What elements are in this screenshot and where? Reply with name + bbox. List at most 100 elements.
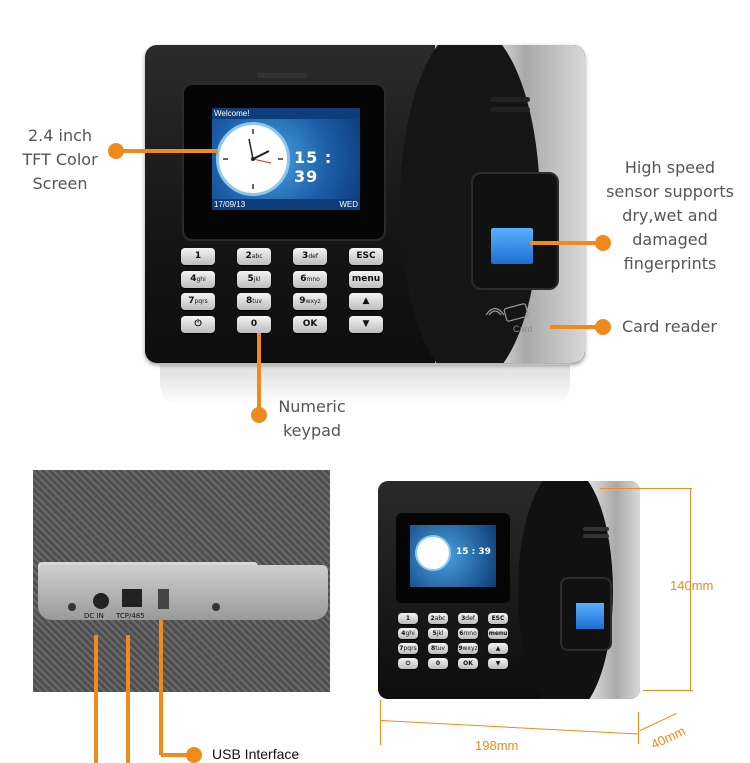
key-label: 0 [250, 318, 258, 329]
key-0[interactable]: 1 [181, 248, 215, 265]
key-4[interactable]: 4ghi [181, 270, 215, 288]
screen-callout-line [120, 149, 218, 153]
screen-welcome: Welcome! [212, 108, 360, 119]
key-label: 7 [399, 645, 404, 652]
usb-callout-dot [186, 747, 202, 763]
key-8[interactable]: 7pqrs [398, 643, 418, 654]
key-label: 3 [302, 251, 309, 261]
keypad-callout-line [257, 333, 261, 413]
key-3[interactable]: ESC [349, 248, 383, 265]
screw-hole [212, 603, 220, 611]
key-7[interactable]: menu [349, 270, 383, 288]
card-reader-icon [485, 303, 529, 322]
screen-frame: Welcome! 15 : 39 17/09/13 WED [182, 83, 386, 241]
height-bottom-guide [643, 690, 693, 691]
key-11[interactable]: ▲ [488, 643, 508, 654]
key-3[interactable]: ESC [488, 613, 508, 624]
key-label: 9 [458, 645, 463, 652]
key-label: 5 [432, 630, 437, 637]
key-label: 8 [246, 296, 253, 306]
dc-in-label: DC IN [84, 612, 104, 620]
key-9[interactable]: 8tuv [237, 293, 271, 310]
key-sub-label: tuv [435, 645, 445, 652]
key-10[interactable]: 9wxyz [293, 293, 327, 310]
key-14[interactable]: OK [293, 315, 327, 333]
height-label: 140mm [670, 578, 714, 593]
key-sub-label: mno [306, 275, 320, 283]
key-label: 7 [188, 296, 195, 306]
key-5[interactable]: 5jkl [237, 270, 271, 288]
key-9[interactable]: 8tuv [428, 643, 448, 654]
key-sub-label: def [308, 253, 318, 260]
fingerprint-sensor[interactable] [491, 228, 533, 264]
key-11[interactable]: ▲ [349, 293, 383, 310]
key-label: 4 [401, 630, 406, 637]
key-14[interactable]: OK [458, 658, 478, 669]
key-4[interactable]: 4ghi [398, 628, 418, 639]
key-sub-label: abc [434, 615, 446, 622]
ethernet-port [122, 589, 142, 607]
screen-frame-small: 15 : 39 [396, 513, 510, 603]
key-label: 2 [430, 615, 435, 622]
screen-time: 15 : 39 [294, 148, 333, 186]
key-label: OK [463, 660, 473, 667]
usb-callout-label: USB Interface [212, 746, 300, 762]
key-10[interactable]: 9wxyz [458, 643, 478, 654]
key-12[interactable]: ⏻ [398, 658, 418, 669]
key-sub-label: tuv [252, 298, 262, 305]
width-dimension-line [379, 720, 638, 735]
tft-screen: Welcome! 15 : 39 17/09/13 WED [212, 108, 360, 210]
key-label: ▲ [495, 645, 501, 652]
device-reflection [160, 365, 570, 405]
key-5[interactable]: 5jkl [428, 628, 448, 639]
key-13[interactable]: 0 [428, 658, 448, 669]
key-13[interactable]: 0 [237, 315, 271, 333]
key-label: ⏻ [405, 660, 411, 667]
key-2[interactable]: 3def [458, 613, 478, 624]
key-1[interactable]: 2abc [428, 613, 448, 624]
screw-hole [68, 603, 76, 611]
screen-status-bar: 17/09/13 WED [212, 199, 360, 210]
key-sub-label: mno [463, 630, 477, 637]
dc-in-port [93, 593, 109, 609]
speaker-small [583, 527, 609, 531]
speaker-grille [490, 107, 530, 112]
key-7[interactable]: menu [488, 628, 508, 639]
key-sub-label: pqrs [194, 298, 208, 305]
key-6[interactable]: 6mno [293, 270, 327, 288]
card-reader[interactable]: Card [485, 303, 535, 334]
screen-date: 17/09/13 [214, 200, 246, 209]
key-0[interactable]: 1 [398, 613, 418, 624]
height-dimension-line [690, 488, 691, 691]
key-sub-label: pqrs [403, 645, 417, 652]
usb-callout-branch [161, 753, 191, 757]
device-side: DC IN TCP/485 [38, 565, 328, 620]
sensor-callout-dot [595, 235, 611, 251]
key-label: ESC [356, 251, 376, 261]
key-label: ESC [491, 615, 505, 622]
key-8[interactable]: 7pqrs [181, 293, 215, 310]
keypad-callout-dot [251, 407, 267, 423]
key-12[interactable]: ⏻ [181, 315, 215, 333]
key-label: 3 [461, 615, 466, 622]
card-callout-dot [595, 319, 611, 335]
key-2[interactable]: 3def [293, 248, 327, 265]
key-6[interactable]: 6mno [458, 628, 478, 639]
key-sub-label: wxyz [305, 298, 321, 305]
key-1[interactable]: 2abc [237, 248, 271, 265]
attendance-terminal: Welcome! 15 : 39 17/09/13 WED [145, 45, 585, 363]
height-top-guide [600, 488, 692, 489]
width-left-guide [380, 700, 381, 745]
tcp-callout-line [126, 635, 130, 763]
key-label: 8 [431, 645, 436, 652]
key-sub-label: def [465, 615, 475, 622]
key-label: 9 [299, 296, 306, 306]
key-label: 6 [300, 273, 307, 284]
key-label: 1 [405, 615, 411, 622]
key-label: 5 [247, 273, 254, 284]
key-15[interactable]: ▼ [349, 315, 383, 333]
usb-callout-line [159, 620, 163, 755]
key-sub-label: ghi [196, 275, 206, 283]
sensor-callout-label: High speed sensor supports dry,wet and d… [606, 158, 734, 273]
key-15[interactable]: ▼ [488, 658, 508, 669]
